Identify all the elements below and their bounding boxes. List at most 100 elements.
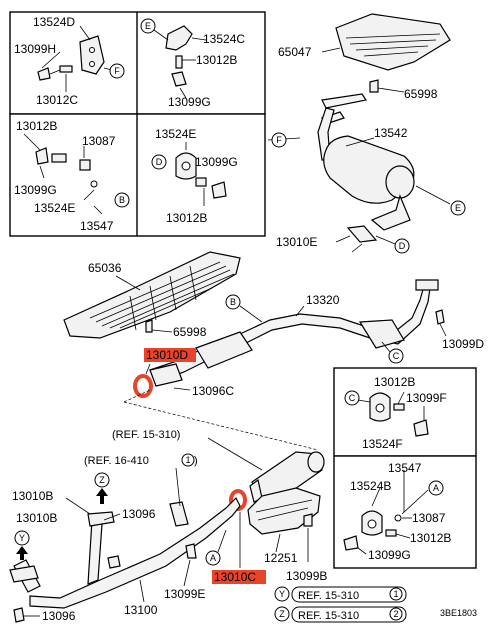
marker-b-label-1: B	[119, 195, 125, 205]
label-13524b-box6: 13524B	[350, 479, 391, 493]
label-13012b-top: 13012B	[196, 53, 237, 67]
label-65998-mid: 65998	[173, 325, 207, 339]
label-13099f-box5: 13099F	[406, 391, 447, 405]
heat-shield-12251	[247, 487, 321, 535]
label-13099e: 13099E	[164, 587, 205, 601]
marker-e-label-1: E	[145, 21, 151, 31]
ref-16-410-close: )	[194, 455, 198, 467]
ref-16-410[interactable]: (REF. 16-410	[84, 455, 149, 467]
marker-b-circle-2	[225, 294, 241, 310]
marker-z-circle-1	[94, 472, 110, 488]
highlight-13010c-box	[212, 570, 266, 584]
label-13099b: 13099B	[286, 569, 327, 583]
label-65998-top: 65998	[404, 87, 438, 101]
diagram-code: 3BE1803	[440, 608, 477, 618]
marker-e-circle-2	[450, 200, 466, 216]
marker-d-label-2: D	[399, 241, 406, 251]
legend-ref-y-num-circle	[389, 587, 403, 601]
label-13087-box2: 13087	[82, 134, 116, 148]
marker-y-circle-1	[14, 530, 30, 546]
label-13547-box2: 13547	[80, 219, 114, 233]
hanger-set-left	[23, 133, 103, 215]
legend-y-label: Y	[279, 589, 285, 599]
label-13012b-box5: 13012B	[374, 375, 415, 389]
bolt-65998-mid	[145, 319, 153, 333]
muffler-13542	[267, 93, 415, 243]
marker-c-label-1: C	[393, 351, 400, 361]
marker-c-label-2: C	[349, 393, 356, 403]
label-13010c[interactable]: 13010C	[214, 570, 256, 584]
label-13099g-box6: 13099G	[368, 548, 411, 562]
label-13524d: 13524D	[33, 15, 75, 29]
label-13100: 13100	[124, 603, 158, 617]
arrow-up-icon-z	[96, 488, 108, 504]
marker-y-label-1: Y	[19, 533, 25, 543]
front-pipe-13100	[9, 496, 241, 609]
marker-a-label-2: A	[210, 553, 216, 563]
label-65047: 65047	[278, 45, 312, 59]
legend-ref-z-num: 2	[393, 609, 398, 619]
label-13524f-box5: 13524F	[362, 437, 403, 451]
label-13010d[interactable]: 13010D	[146, 348, 188, 362]
label-13010e: 13010E	[276, 235, 317, 249]
label-13012c: 13012C	[36, 93, 78, 107]
highlight-13010d-box	[144, 348, 196, 362]
legend-y-circle	[274, 586, 290, 602]
marker-c-circle-1	[388, 348, 404, 364]
legend-ref-y-num: 1	[393, 589, 398, 599]
legend-ref-z-num-circle	[389, 607, 403, 621]
label-13547-box6: 13547	[388, 461, 422, 475]
label-13010b-2: 13010B	[16, 511, 57, 525]
ref-16-410-num: 1	[185, 455, 190, 465]
label-13096-mid: 13096	[122, 507, 156, 521]
marker-z-label-1: Z	[99, 475, 105, 485]
arrow-up-icon-y	[16, 546, 28, 560]
bracket-13524c	[165, 25, 207, 99]
label-13099d: 13099D	[442, 337, 484, 351]
label-13099g-top: 13099G	[168, 95, 211, 109]
label-13096-bot: 13096	[42, 609, 76, 623]
bolt-13096-bot	[13, 607, 25, 623]
label-13099g-box2: 13099G	[14, 183, 57, 197]
hanger-13524e	[175, 142, 227, 206]
label-13524e-box4: 13524E	[155, 127, 196, 141]
label-13096c: 13096C	[192, 384, 234, 398]
label-12251: 12251	[264, 551, 298, 565]
label-13012b-box6: 13012B	[410, 531, 451, 545]
marker-d-circle-1	[151, 154, 167, 170]
ref-16-410-num-circle	[181, 453, 195, 467]
label-13542: 13542	[374, 126, 408, 140]
legend-ref-y-text: REF. 15-310	[298, 590, 359, 602]
label-13320: 13320	[306, 293, 340, 307]
label-65036: 65036	[88, 261, 122, 275]
marker-e-circle-1	[140, 18, 156, 34]
marker-b-circle-1	[114, 192, 130, 208]
legend-z-circle	[274, 606, 290, 622]
marker-f-label: F	[114, 66, 120, 76]
heat-shield-65036	[63, 251, 241, 339]
marker-b-label-2: B	[230, 297, 236, 307]
label-13087-box6: 13087	[412, 511, 446, 525]
detail-box-6	[333, 455, 477, 569]
marker-f-circle	[109, 63, 125, 79]
legend-ref-y-box[interactable]	[291, 586, 407, 603]
legend-ref-z-box[interactable]	[291, 606, 407, 623]
marker-a-circle-2	[205, 550, 221, 566]
label-13099g-box4: 13099G	[195, 155, 238, 169]
ref-15-310-top[interactable]: (REF. 15-310)	[112, 429, 180, 441]
label-13524c: 13524C	[203, 32, 245, 46]
label-13010b-1: 13010B	[12, 489, 53, 503]
hanger-set-box6	[343, 470, 444, 555]
heat-shield-65047	[321, 13, 451, 93]
marker-d-circle-2	[394, 238, 410, 254]
center-pipe-13320	[149, 279, 445, 387]
label-13524e-box2: 13524E	[34, 201, 75, 215]
label-13012b-box4: 13012B	[166, 211, 207, 225]
marker-f-label-2: F	[276, 135, 282, 145]
hanger-set-box5	[344, 390, 429, 437]
marker-f-circle-2	[271, 132, 287, 148]
legend-z-label: Z	[279, 609, 285, 619]
marker-e-label-2: E	[455, 203, 461, 213]
